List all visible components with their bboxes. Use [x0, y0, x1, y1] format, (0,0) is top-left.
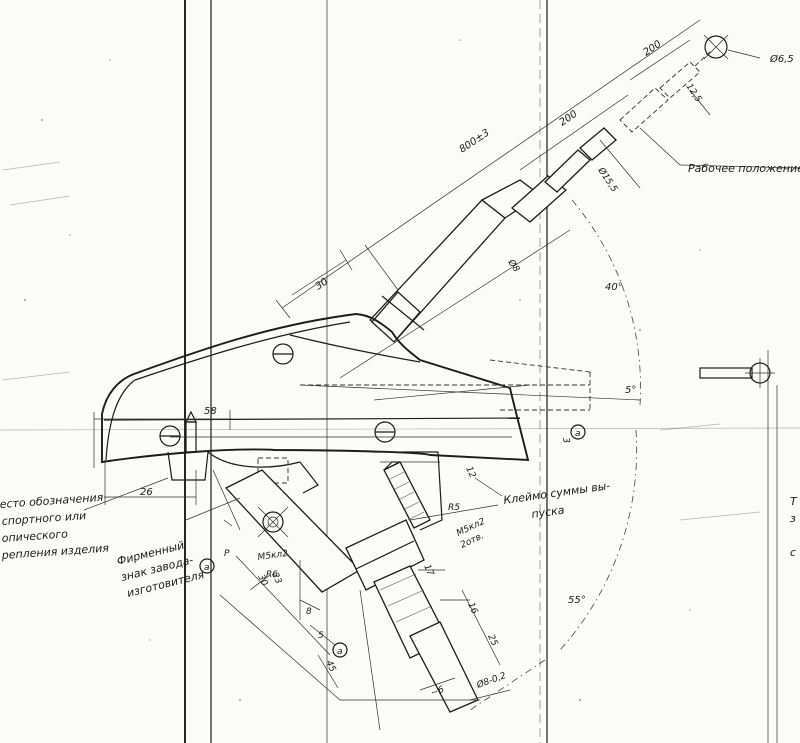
- dim-58: 58: [204, 406, 217, 417]
- dim-12-5: 12,5: [684, 82, 704, 104]
- note-clamp-2: пуска: [531, 503, 566, 521]
- callout-a-bottom: a: [337, 647, 343, 657]
- dim-6: ~6: [430, 685, 446, 699]
- note-place-3: опического: [1, 527, 68, 545]
- dim-45: 45: [323, 659, 337, 674]
- num-p: P: [224, 549, 230, 559]
- num-12: 12: [463, 465, 477, 480]
- screw-top: [272, 343, 294, 365]
- note-place-2: спортного или: [1, 509, 86, 528]
- dim-phi-6-5: Ø6,5: [769, 53, 794, 65]
- width-dimensions: [93, 410, 232, 505]
- dim-16: 16: [465, 601, 479, 616]
- dim-800: 800±3: [458, 127, 492, 155]
- dim-8: Ø8: [505, 257, 522, 275]
- dim-30-top: 30: [314, 276, 331, 292]
- paper-texture: [1, 39, 761, 701]
- swing-arcs: [299, 199, 641, 711]
- dim-r5: R5: [448, 503, 460, 513]
- dim-25: 25: [485, 633, 499, 648]
- dim-r6: R6: [266, 570, 278, 580]
- dim-26: 26: [140, 487, 153, 498]
- dim-200-b: 200: [642, 39, 664, 59]
- dim-15-5: Ø15,5: [595, 165, 620, 195]
- note-right-edge-2: з: [790, 512, 796, 525]
- note-right-edge-3: с: [790, 546, 796, 559]
- callout-a-right: a: [575, 429, 581, 439]
- angle-55: 55°: [568, 595, 586, 606]
- housing: [101, 313, 591, 494]
- dim-17: 17: [421, 563, 435, 578]
- lower-dimensions: [83, 469, 511, 731]
- num-3: 3: [560, 437, 571, 445]
- dim-5: 5: [318, 631, 324, 641]
- screw-right: [374, 421, 396, 443]
- note-working-position: Рабочее положение: [688, 162, 800, 175]
- lever-rod: [369, 34, 729, 343]
- dim-23: 23: [269, 571, 283, 586]
- dim-m5-left: M5кл2: [257, 549, 289, 563]
- screw-left: [159, 425, 181, 447]
- rod-dimensions: [275, 19, 800, 319]
- lower-lever: [224, 451, 479, 713]
- note-clamp-1: Клеймо суммы вы-: [503, 479, 612, 507]
- note-right-edge-1: Т: [790, 495, 798, 508]
- callout-circles: [199, 424, 586, 658]
- dim-8-small: 8: [306, 607, 312, 617]
- angle-40: 40°: [605, 282, 623, 293]
- note-place-4: репления изделия: [0, 542, 109, 563]
- callout-a-mid: a: [204, 563, 210, 573]
- angle-5: 5°: [625, 385, 636, 396]
- side-view-rod: [699, 358, 775, 388]
- dim-30: 30: [255, 573, 269, 588]
- dim-200-a: 200: [558, 109, 580, 129]
- ball-knob: [704, 35, 728, 59]
